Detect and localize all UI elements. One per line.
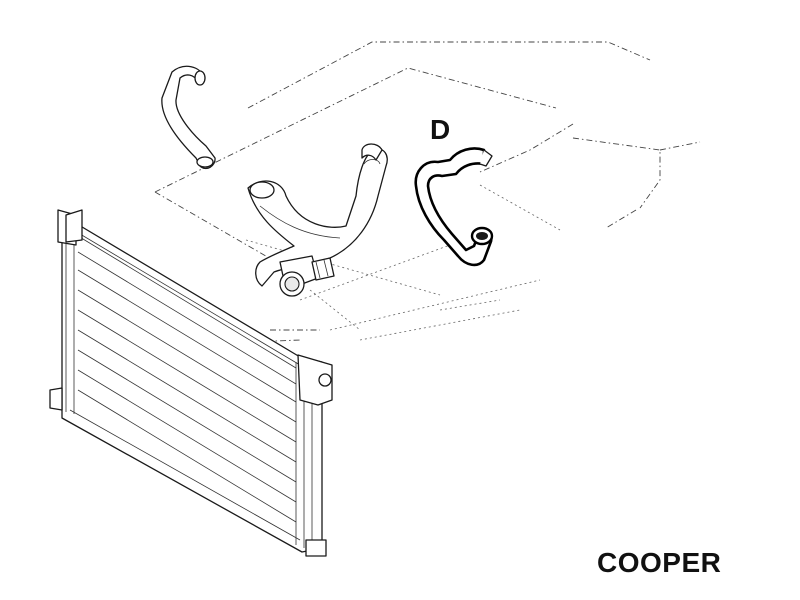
bleed-hose-icon <box>161 65 216 170</box>
callout-label-d: D <box>430 114 451 145</box>
model-label: COOPER <box>597 547 722 578</box>
hose-d-icon <box>414 147 494 267</box>
radiator-fins <box>77 235 297 523</box>
radiator-icon <box>49 209 333 557</box>
upper-left-hose-icon <box>247 143 388 297</box>
